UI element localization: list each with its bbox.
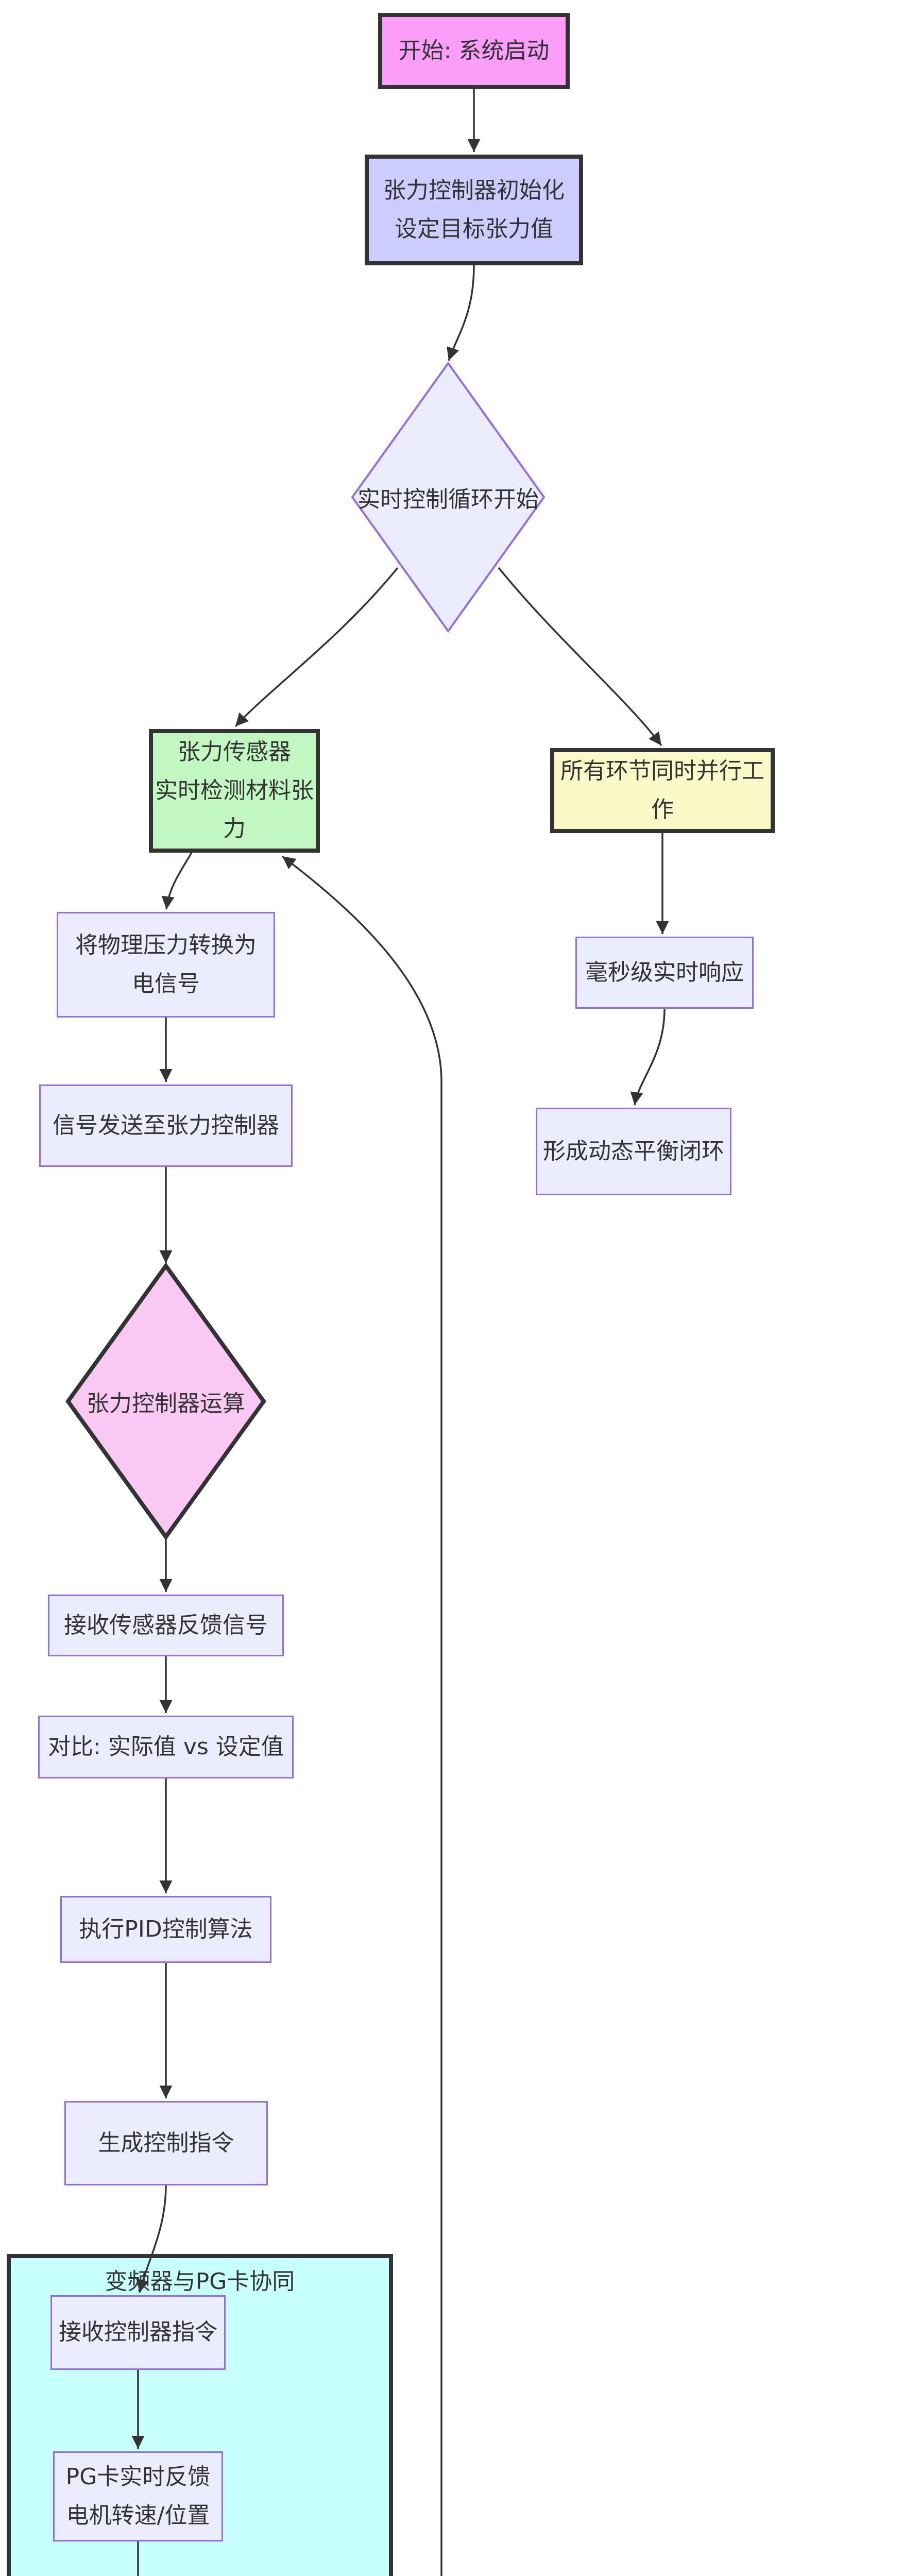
- node-recv-cmd-label: 接收控制器指令: [59, 2319, 217, 2346]
- node-sensor: 张力传感器 实时检测材料张力: [149, 729, 320, 853]
- node-parallel-label: 所有环节同时并行工作: [560, 757, 764, 823]
- edge-gencmd-recvcmd: [136, 2185, 167, 2293]
- node-gen-cmd: 生成控制指令: [64, 2101, 268, 2185]
- node-sensor-line1: 张力传感器: [178, 738, 291, 765]
- node-pg-feedback-line1: PG卡实时反馈: [65, 2463, 211, 2490]
- node-respond: 毫秒级实时响应: [575, 937, 754, 1009]
- node-pid-label: 执行PID控制算法: [79, 1916, 253, 1942]
- node-compare: 对比: 实际值 vs 设定值: [38, 1716, 294, 1778]
- node-pg-feedback-line2: 电机转速/位置: [66, 2502, 210, 2529]
- edge-sensor-convert: [161, 852, 193, 910]
- node-compare-label: 对比: 实际值 vs 设定值: [48, 1733, 284, 1760]
- node-pid: 执行PID控制算法: [60, 1896, 271, 1963]
- node-pg-feedback: PG卡实时反馈 电机转速/位置: [53, 2451, 223, 2541]
- edge-loopstart-sensor: [234, 567, 399, 727]
- node-balance: 形成动态平衡闭环: [536, 1108, 731, 1195]
- node-send: 信号发送至张力控制器: [39, 1084, 293, 1167]
- edge-init-loopstart: [447, 265, 475, 361]
- node-init-line1: 张力控制器初始化: [383, 177, 565, 204]
- node-send-label: 信号发送至张力控制器: [53, 1112, 279, 1139]
- node-init-line2: 设定目标张力值: [395, 215, 553, 242]
- node-recv-feedback: 接收传感器反馈信号: [48, 1595, 284, 1656]
- edge-respond-balance: [630, 1008, 666, 1106]
- node-convert-line2: 电信号: [132, 970, 200, 997]
- node-convert: 将物理压力转换为 电信号: [57, 912, 275, 1018]
- decision-controller-calc-shape: [65, 1262, 266, 1540]
- node-respond-label: 毫秒级实时响应: [585, 959, 744, 986]
- decision-loop-start-shape: [351, 361, 546, 633]
- edge-loopstart-parallel: [498, 567, 662, 747]
- node-gen-cmd-label: 生成控制指令: [98, 2129, 234, 2156]
- node-init: 张力控制器初始化 设定目标张力值: [365, 155, 583, 265]
- node-start-label: 开始: 系统启动: [398, 37, 550, 64]
- decision-controller-calc-label: 张力控制器运算: [87, 1391, 245, 1417]
- edge-tensionchange-sensor-loop: [281, 855, 442, 2576]
- node-parallel: 所有环节同时并行工作: [550, 748, 775, 833]
- node-recv-cmd: 接收控制器指令: [50, 2295, 226, 2370]
- node-convert-line1: 将物理压力转换为: [75, 931, 257, 958]
- decision-loop-start-label: 实时控制循环开始: [357, 486, 539, 513]
- node-start: 开始: 系统启动: [378, 13, 570, 89]
- node-balance-label: 形成动态平衡闭环: [543, 1138, 724, 1164]
- node-sensor-line2: 实时检测材料张力: [155, 777, 314, 842]
- node-recv-feedback-label: 接收传感器反馈信号: [64, 1612, 268, 1638]
